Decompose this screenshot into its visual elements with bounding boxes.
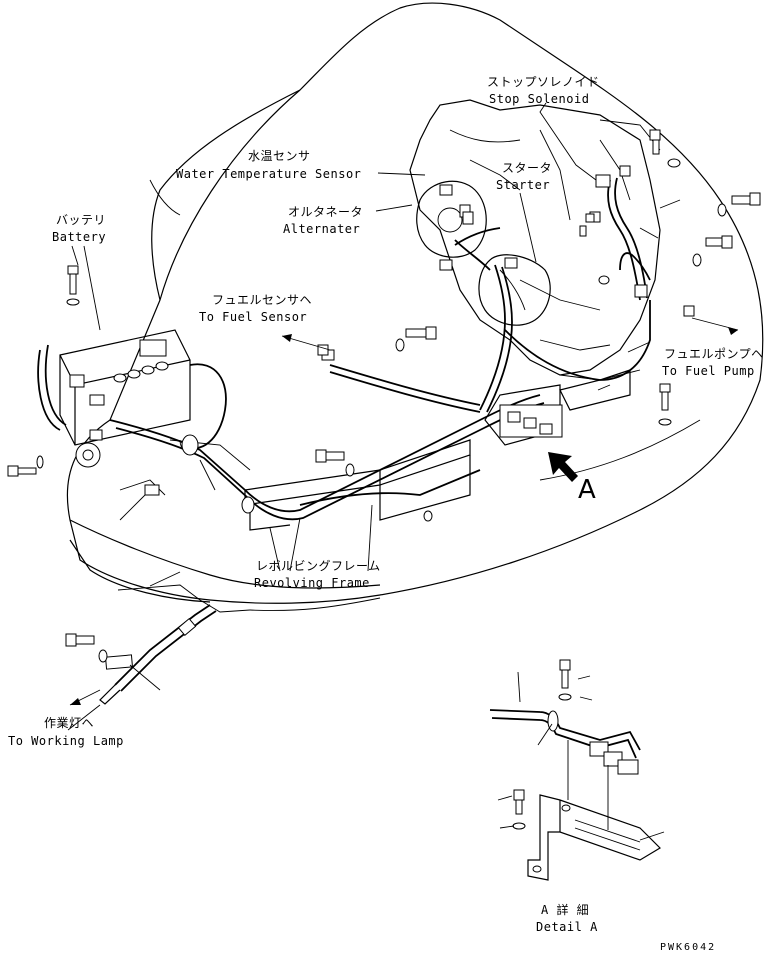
fuel-sensor-label-jp: フュエルセンサヘ [212, 293, 312, 307]
working-lamp-harness [65, 604, 217, 705]
bolt-stop-solenoid [649, 129, 681, 168]
alternator-label-en: Alternater [283, 222, 360, 236]
harness-brackets [119, 369, 631, 531]
detail-a-arrow: A [548, 452, 596, 505]
drawing-code: PWK6042 [660, 942, 716, 953]
bolt-right-mid [692, 235, 733, 267]
battery [37, 329, 191, 468]
flow-arrows [69, 317, 739, 706]
fasteners [7, 129, 761, 522]
working-lamp-label-en: To Working Lamp [8, 734, 124, 748]
revolving-frame-label-jp: レボルビングフレーム [256, 559, 381, 573]
detail-a-label-en: Detail A [536, 920, 598, 934]
labels: ストップソレノイド Stop Solenoid 水温センサ Water Temp… [8, 75, 764, 953]
bolt-frame-center [315, 449, 355, 477]
bolt-working-lamp [65, 633, 108, 663]
bolt-engine-small [579, 213, 610, 285]
bolt-battery-left [7, 455, 44, 477]
detail-ref-label: A [578, 475, 596, 505]
bolt-frame-lower [423, 510, 433, 522]
starter-label-jp: スタータ [502, 161, 552, 175]
bolt-right-upper [717, 192, 761, 217]
fuel-pump-label-jp: フュエルポンプヘ [664, 347, 764, 361]
starter-label-en: Starter [496, 178, 550, 192]
fuel-sensor-label-en: To Fuel Sensor [199, 310, 307, 324]
bolt-fuel-sensor [395, 326, 437, 352]
stop-solenoid-label-jp: ストップソレノイド [487, 75, 600, 89]
revolving-frame-label-en: Revolving Frame [254, 576, 370, 590]
leader-lines [67, 102, 681, 731]
battery-label-en: Battery [52, 230, 106, 244]
bolt-battery-top [66, 265, 80, 306]
detail-a-label-jp: A 詳 細 [541, 902, 589, 917]
fuel-pump-label-en: To Fuel Pump [662, 364, 755, 378]
water-temp-label-jp: 水温センサ [248, 149, 311, 163]
detail-a-inset [489, 659, 665, 881]
alternator-label-jp: オルタネータ [288, 205, 363, 219]
battery-label-jp: バッテリ [56, 213, 106, 227]
bolt-fuel-pump [658, 383, 672, 426]
water-temp-label-en: Water Temperature Sensor [176, 167, 361, 181]
working-lamp-label-jp: 作業灯ヘ [44, 716, 94, 730]
alternator [416, 180, 487, 258]
starter-motor [478, 254, 551, 326]
engine-block [409, 99, 661, 381]
revolving-frame-outline [66, 2, 764, 613]
stop-solenoid-label-en: Stop Solenoid [489, 92, 589, 106]
